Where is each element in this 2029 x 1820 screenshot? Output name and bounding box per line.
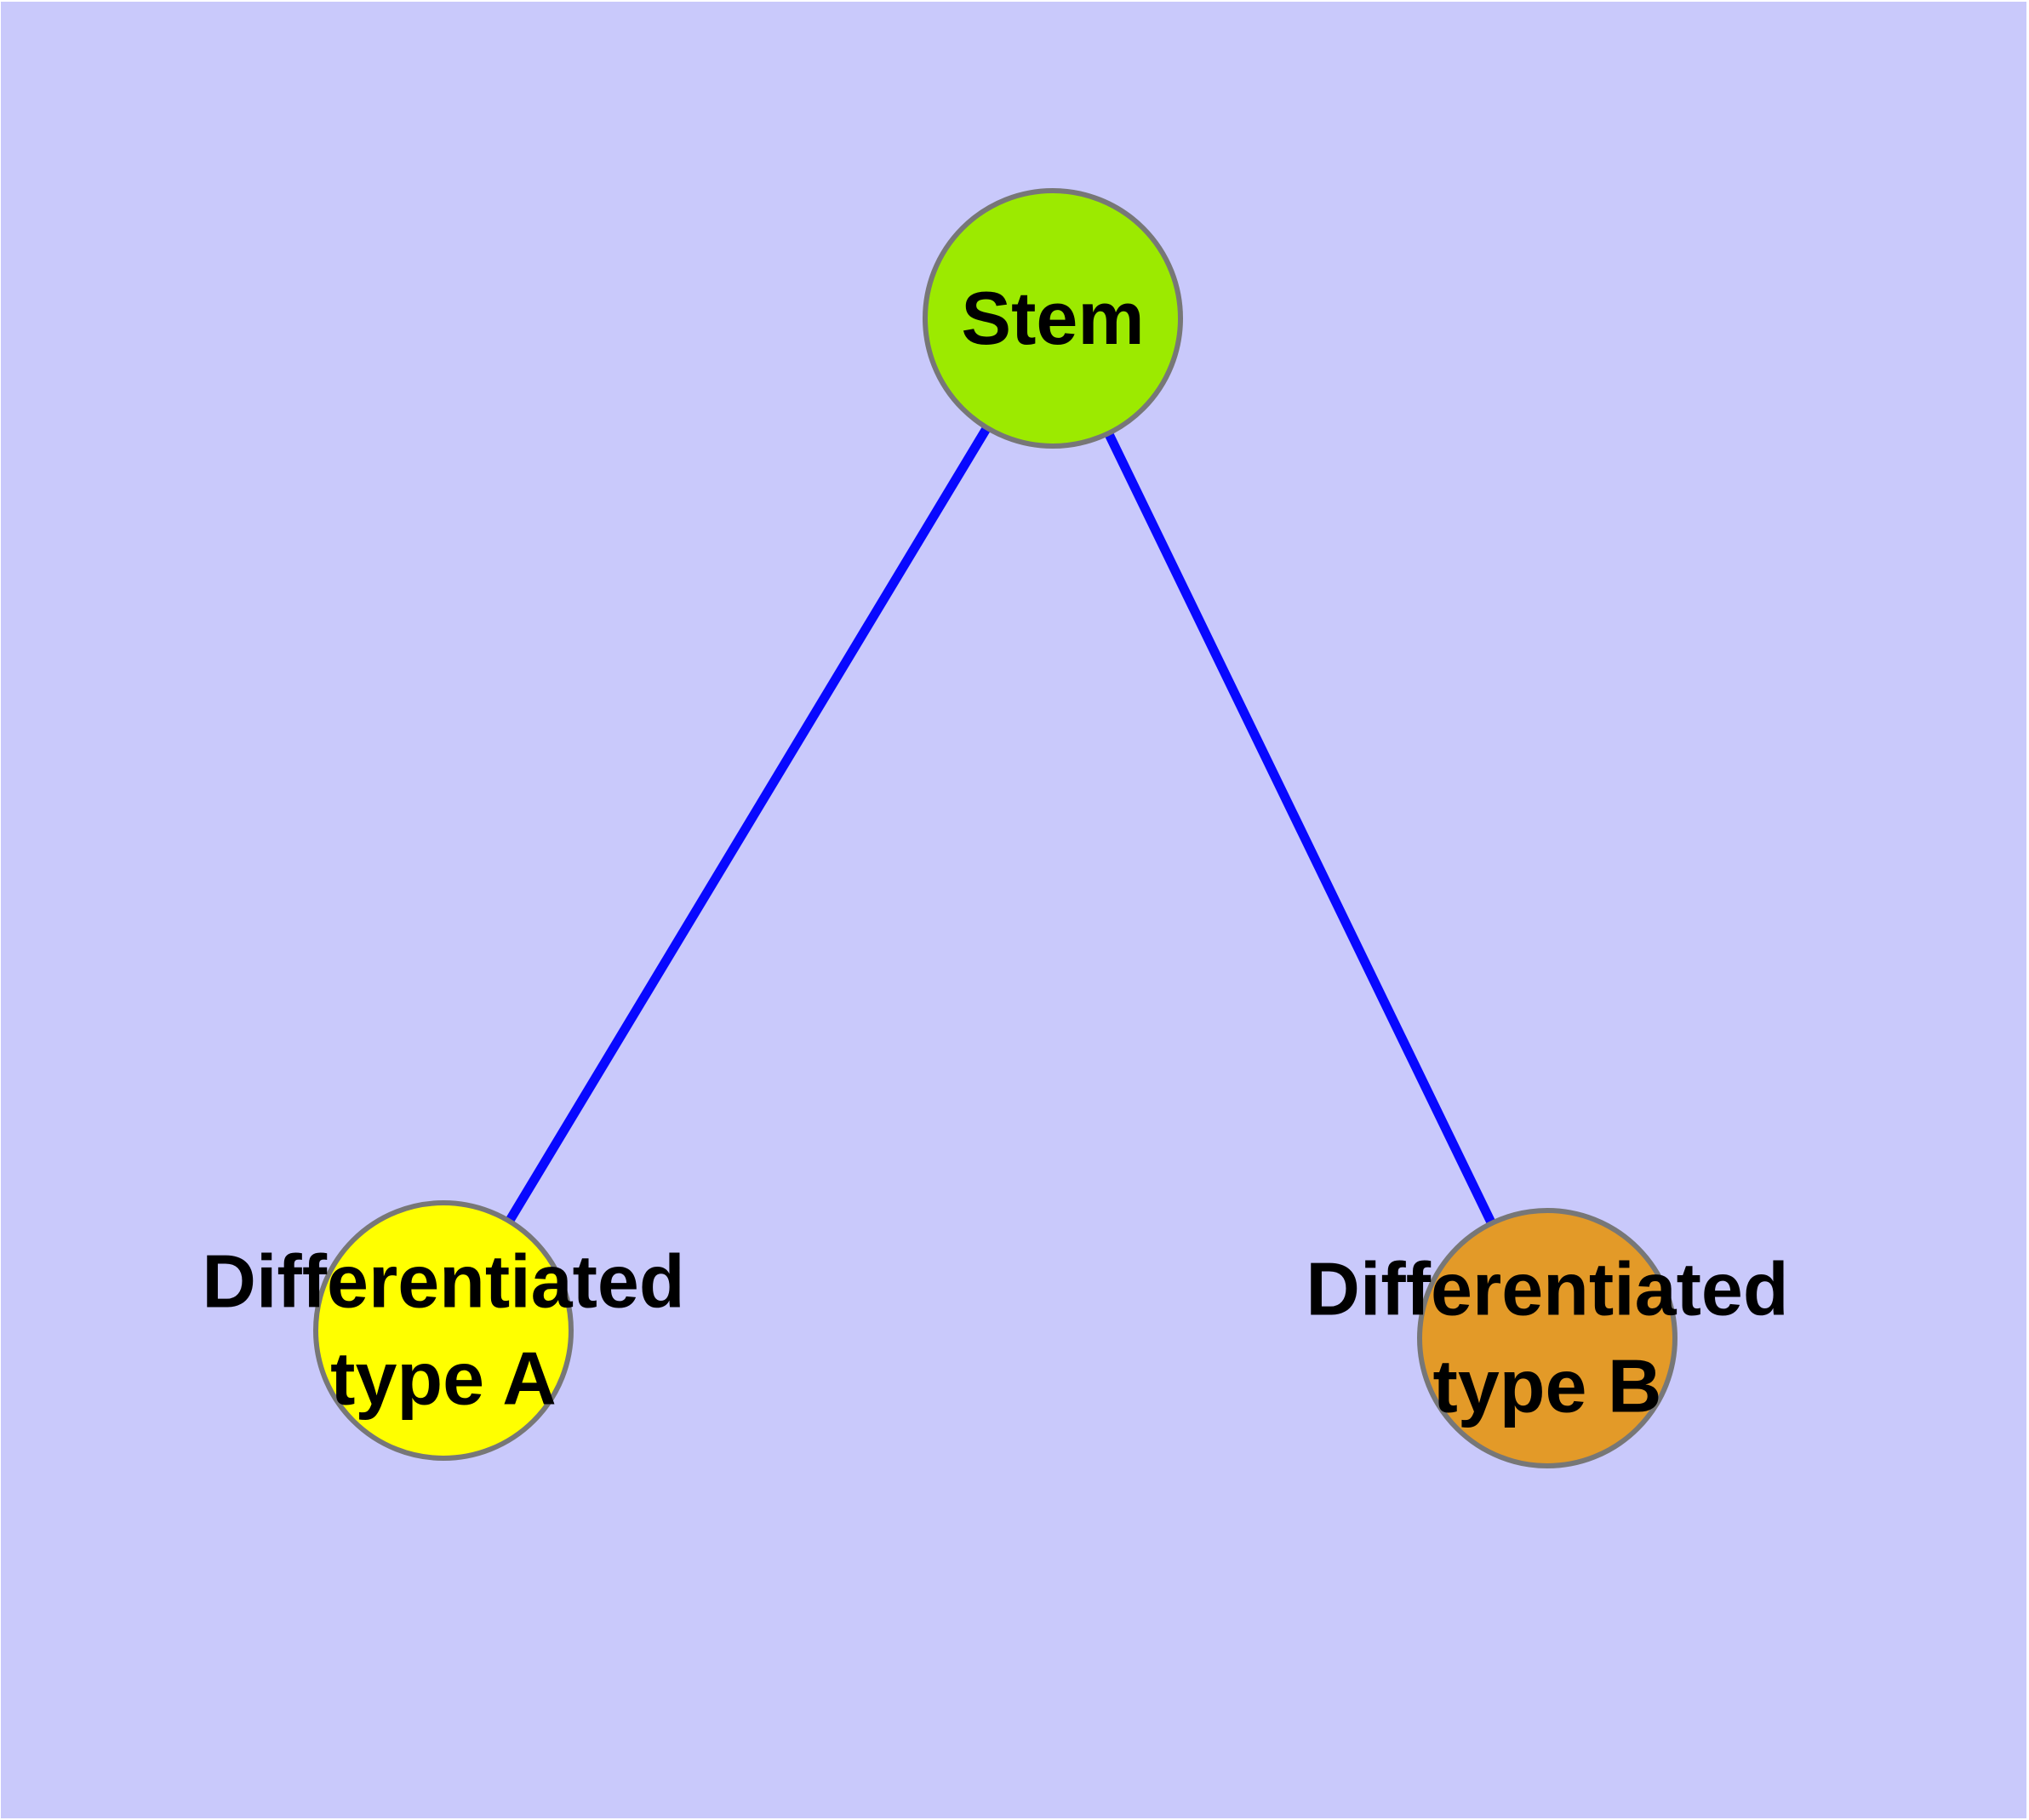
node-differentiated-type-b-label: Differentiated type B (1306, 1246, 1789, 1428)
edge-stem-type-b (1049, 316, 1552, 1341)
edge-stem-type-a (439, 316, 1057, 1333)
node-differentiated-type-b: Differentiated type B (1306, 1208, 1789, 1468)
node-stem-label: Stem (961, 275, 1145, 360)
node-stem: Stem (923, 188, 1183, 449)
node-differentiated-type-a-label: Differentiated type A (202, 1239, 685, 1421)
node-differentiated-type-a: Differentiated type A (202, 1200, 685, 1461)
